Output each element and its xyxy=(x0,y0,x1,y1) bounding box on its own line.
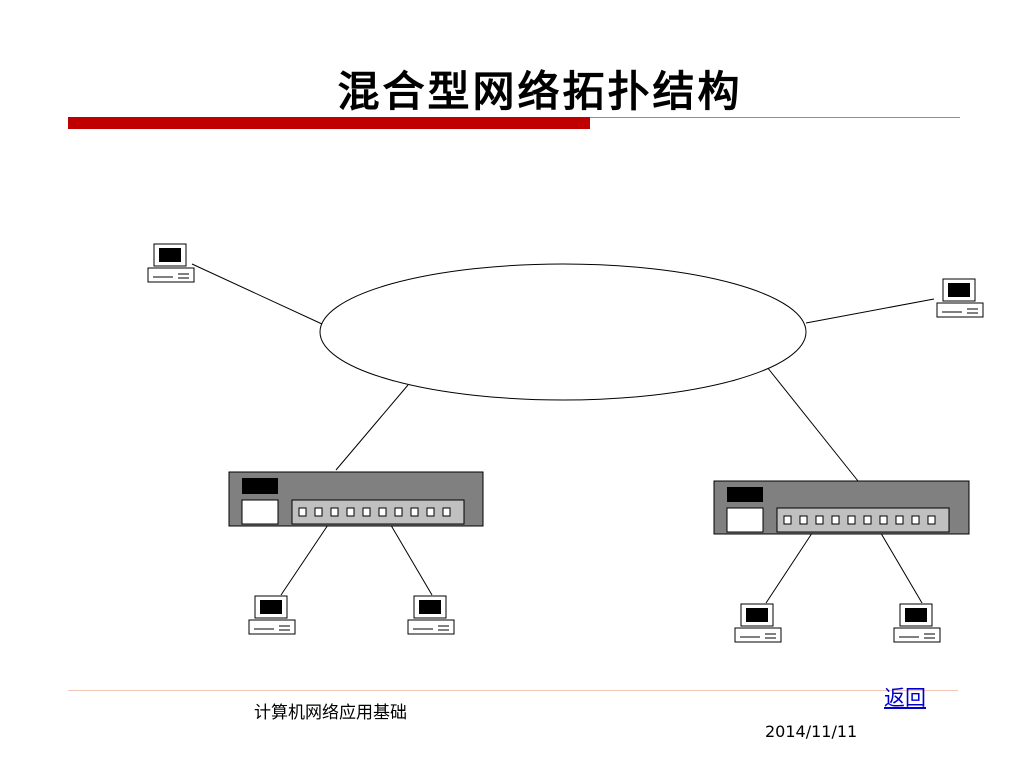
link-ring-switch-right xyxy=(766,366,863,487)
footer-divider xyxy=(68,690,958,691)
link-ring-switch-left xyxy=(335,384,409,471)
slide-date: 2014/11/11 xyxy=(765,722,858,741)
pc-right-1-icon xyxy=(734,603,782,643)
title-underline-thin xyxy=(590,117,960,118)
switch-right-icon xyxy=(713,480,970,535)
pc-left-1-icon xyxy=(248,595,296,635)
pc-top-right-icon xyxy=(936,278,984,318)
link-pc-top-right-ring xyxy=(805,298,935,324)
pc-top-left-icon xyxy=(147,243,195,283)
switch-left-icon xyxy=(228,471,484,527)
ring-network xyxy=(319,263,807,401)
footer-course-name: 计算机网络应用基础 xyxy=(254,703,407,723)
pc-right-2-icon xyxy=(893,603,941,643)
link-pc-top-left-ring xyxy=(191,263,323,325)
back-link[interactable]: 返回 xyxy=(884,686,926,710)
title-underline-red xyxy=(68,117,590,129)
switch-right-ports xyxy=(783,515,936,525)
pc-left-2-icon xyxy=(407,595,455,635)
slide-title: 混合型网络拓扑结构 xyxy=(337,67,743,116)
switch-left-ports xyxy=(298,507,451,517)
